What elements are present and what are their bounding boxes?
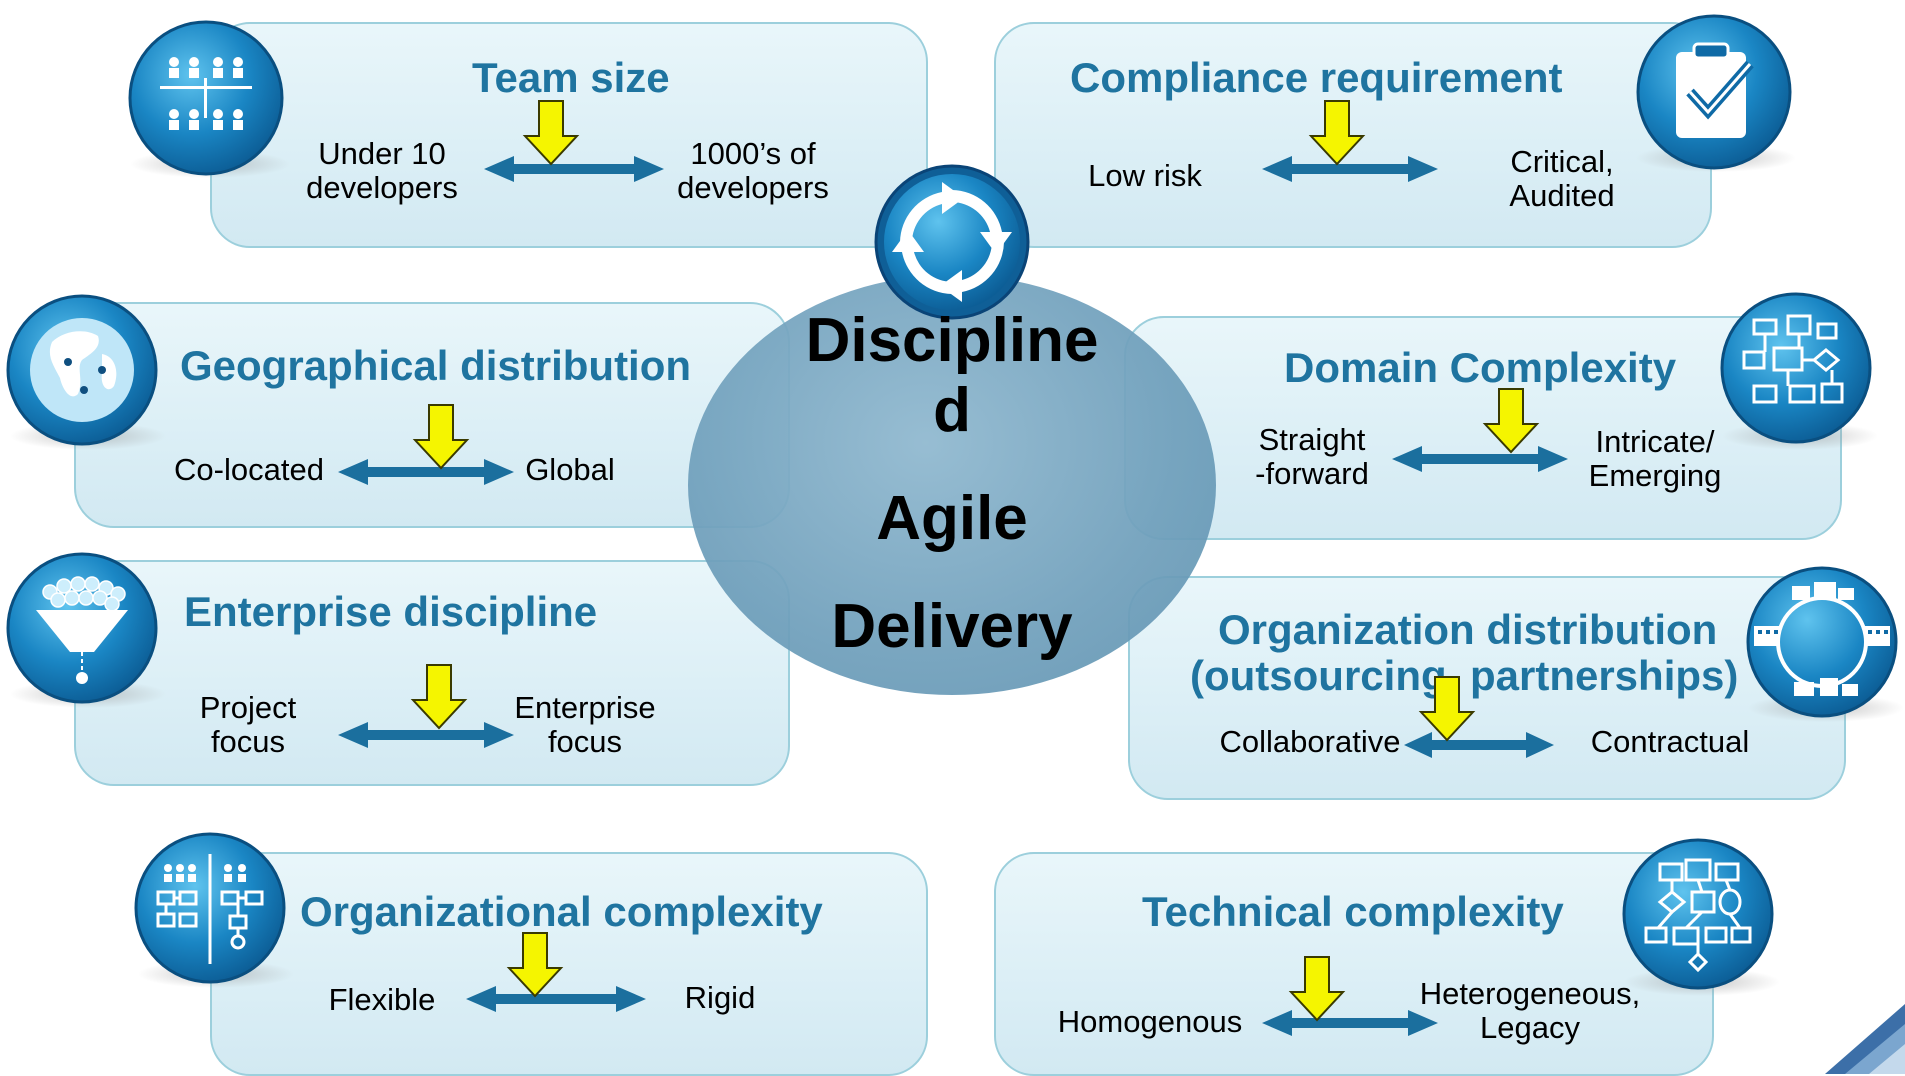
domain-left-line2: -forward [1255, 456, 1369, 491]
team-size-scale-arrow [484, 156, 664, 182]
enterprise-left-line2: focus [210, 724, 286, 759]
corner-graphic-icon [1825, 1004, 1905, 1074]
org-dist-left-line1: Collaborative [1219, 724, 1401, 759]
enterprise-right-line2: focus [547, 724, 623, 759]
clipboard-check-icon [1636, 14, 1796, 172]
team-size-left-line2: developers [306, 170, 458, 205]
domain-title: Domain Complexity [1284, 344, 1677, 391]
tech-left-line1: Homogenous [1057, 1004, 1243, 1039]
org-complex-title: Organizational complexity [300, 888, 823, 935]
org-dist-pointer-arrow [1418, 676, 1476, 742]
org-dist-panel [1128, 576, 1846, 800]
team-size-left-line1: Under 10 [318, 136, 446, 171]
systems-diagram-icon [1622, 838, 1780, 996]
cycle-arrows-icon [874, 164, 1030, 320]
flowchart-icon [1720, 292, 1878, 450]
domain-scale-arrow [1392, 446, 1568, 472]
geo-right-line1: Global [525, 452, 615, 487]
org-complex-scale-arrow [466, 986, 646, 1012]
tech-right-line1: Heterogeneous, [1419, 976, 1641, 1011]
center-ellipse [688, 275, 1216, 695]
compliance-right-line1: Critical, [1510, 144, 1614, 179]
org-dist-right-line1: Contractual [1590, 724, 1750, 759]
domain-left-line1: Straight [1258, 422, 1366, 457]
org-complex-pointer-arrow [506, 932, 564, 998]
tech-scale-arrow [1262, 1010, 1438, 1036]
domain-right-line2: Emerging [1588, 458, 1722, 493]
enterprise-scale-arrow [338, 722, 514, 748]
buildings-icon [1746, 566, 1904, 722]
globe-icon [6, 294, 166, 450]
center-title-line2: d [933, 376, 971, 445]
geo-title: Geographical distribution [180, 342, 692, 389]
center-title-line3: Agile [876, 484, 1028, 553]
org-chart-icon [128, 20, 290, 178]
team-size-title: Team size [472, 54, 670, 101]
compliance-right-line2: Audited [1509, 178, 1615, 213]
compliance-scale-arrow [1262, 156, 1438, 182]
geo-pointer-arrow [412, 404, 470, 470]
enterprise-title: Enterprise discipline [184, 588, 598, 635]
compliance-left-line1: Low risk [1088, 158, 1202, 193]
compliance-title: Compliance requirement [1070, 54, 1563, 101]
org-dist-title-line1: Organization distribution [1218, 606, 1718, 653]
domain-pointer-arrow [1482, 388, 1540, 454]
enterprise-pointer-arrow [410, 664, 468, 730]
geo-scale-arrow [338, 459, 514, 485]
team-size-pointer-arrow [522, 100, 580, 166]
domain-right-line1: Intricate/ [1595, 424, 1715, 459]
compliance-pointer-arrow [1308, 100, 1366, 166]
enterprise-right-line1: Enterprise [514, 690, 656, 725]
org-structure-icon [134, 832, 294, 988]
funnel-icon [6, 552, 166, 708]
tech-right-line2: Legacy [1480, 1010, 1580, 1045]
geo-left-line1: Co-located [174, 452, 324, 487]
tech-title: Technical complexity [1142, 888, 1564, 935]
org-complex-left-line1: Flexible [328, 982, 436, 1017]
team-size-right-line2: developers [677, 170, 829, 205]
team-size-right-line1: 1000’s of [690, 136, 816, 171]
tech-pointer-arrow [1288, 956, 1346, 1022]
org-complex-right-line1: Rigid [684, 980, 756, 1015]
org-complex-panel [210, 852, 928, 1076]
org-dist-title-line2: (outsourcing, partnerships) [1190, 652, 1739, 699]
org-dist-scale-arrow [1404, 732, 1554, 758]
center-title-line1: Discipline [805, 306, 1099, 375]
enterprise-left-line1: Project [199, 690, 297, 725]
center-title-line4: Delivery [831, 592, 1073, 661]
